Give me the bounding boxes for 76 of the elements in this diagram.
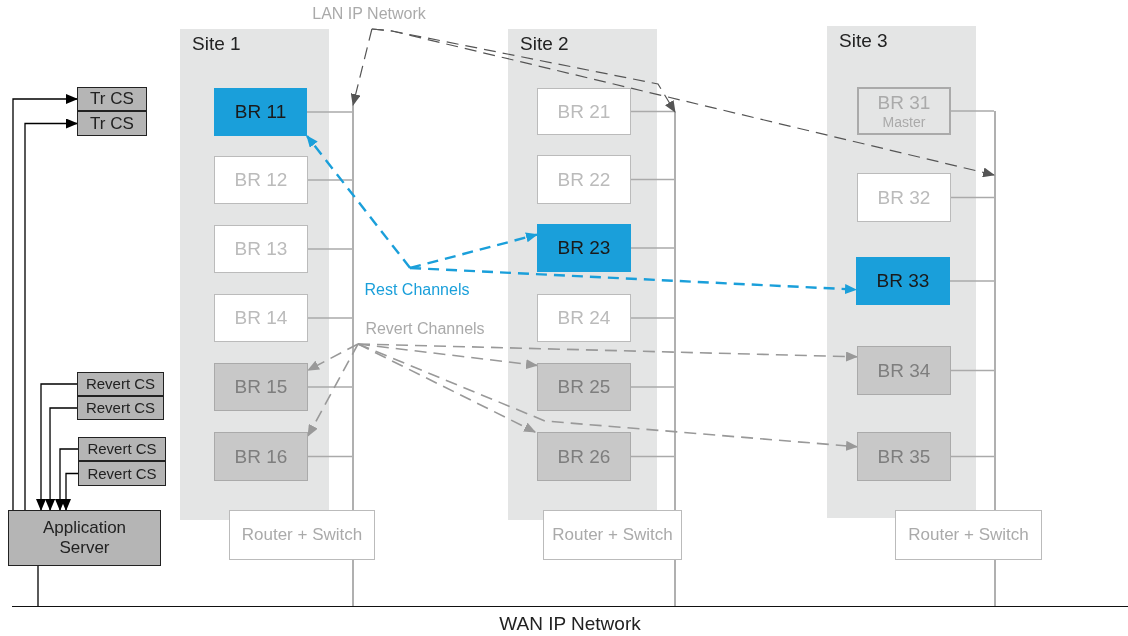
bus-line: [994, 111, 996, 607]
arrow: [350, 28, 373, 106]
router-box: BR 32: [857, 173, 951, 222]
network-label: WAN IP Network: [499, 613, 641, 635]
arrow: [357, 343, 536, 433]
connector-line: [307, 248, 353, 250]
connector-line: [37, 565, 39, 607]
connector-line: [307, 386, 353, 388]
router-box: BR 23: [537, 224, 631, 272]
network-label: LAN IP Network: [302, 5, 436, 29]
arrow: [306, 135, 412, 269]
connector-line: [630, 178, 675, 181]
connector-line: [630, 110, 675, 113]
connector-line: [630, 455, 675, 458]
server-box: Revert CS: [78, 437, 166, 461]
router-box: [857, 87, 951, 135]
router-box: BR 15: [214, 363, 308, 411]
server-box: Revert CS: [77, 372, 164, 396]
connector-line: [306, 111, 353, 113]
arrow: [55, 448, 79, 511]
router-box: BR 25: [537, 363, 631, 411]
arrow: [61, 472, 79, 511]
switch-box: Router + Switch: [229, 510, 375, 560]
server-box: Application Server: [8, 510, 161, 566]
connector-line: [630, 247, 675, 249]
connector-line: [307, 317, 353, 319]
connector-line: [950, 455, 995, 458]
router-box: BR 16: [214, 432, 308, 481]
router-box: BR 12: [214, 156, 308, 204]
router-box: BR 35: [857, 432, 951, 481]
router-box: BR 34: [857, 346, 951, 395]
arrow: [36, 383, 78, 511]
arrow: [12, 94, 78, 511]
connector-line: [307, 179, 353, 181]
bus-line: [352, 105, 354, 607]
router-box: BR 33: [856, 257, 950, 305]
site-label: Site 3: [839, 30, 888, 52]
router-box: BR 13: [214, 225, 308, 273]
arrow: [307, 343, 359, 371]
site-label: Site 1: [192, 33, 241, 55]
router-box: BR 21: [537, 88, 631, 135]
connector-line: [950, 110, 995, 112]
arrow: [45, 407, 78, 511]
arrow: [371, 28, 995, 178]
site-panel: [180, 29, 329, 520]
server-box: Revert CS: [77, 396, 164, 420]
switch-box: Router + Switch: [543, 510, 682, 560]
server-box: Tr CS: [77, 87, 147, 111]
arrow: [24, 118, 78, 511]
connector-line: [630, 317, 675, 319]
connector-line: [630, 386, 675, 388]
router-box: BR 22: [537, 155, 631, 204]
server-box: Revert CS: [78, 461, 166, 486]
site-panel: [827, 26, 976, 518]
connector-line: [949, 280, 995, 282]
router-label: BR 31: [877, 92, 931, 114]
router-box: BR 26: [537, 432, 631, 481]
connector-line: [950, 369, 995, 372]
arrow: [307, 343, 359, 437]
role-label: Master: [882, 113, 926, 130]
switch-box: Router + Switch: [895, 510, 1042, 560]
site-label: Site 2: [520, 33, 569, 55]
arrow: [409, 232, 538, 270]
channel-label: Revert Channels: [354, 320, 496, 344]
router-box: BR 14: [214, 294, 308, 342]
connector-line: [307, 455, 353, 458]
connector-line: [950, 196, 995, 199]
channel-label: Rest Channels: [355, 268, 479, 299]
arrow: [410, 266, 857, 295]
arrow: [357, 343, 858, 362]
site-panel: [508, 29, 657, 520]
router-box: BR 11: [214, 88, 307, 136]
arrow: [357, 343, 858, 451]
router-box: BR 24: [537, 294, 631, 342]
bus-line: [674, 112, 676, 607]
server-box: Tr CS: [77, 111, 147, 136]
